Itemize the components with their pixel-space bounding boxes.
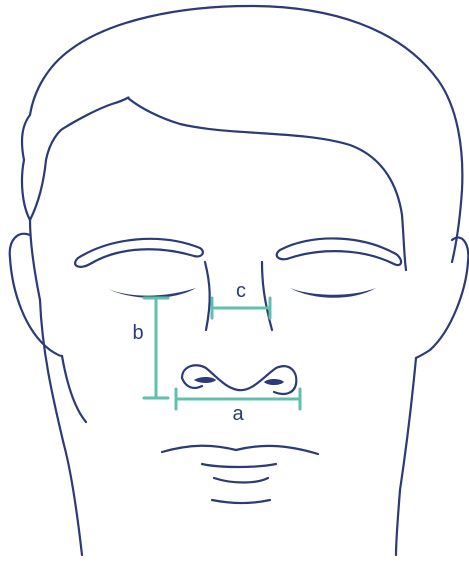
eyes-group	[108, 288, 376, 385]
nose-bridge-right	[262, 262, 272, 330]
labels-group: c b a	[132, 280, 246, 425]
jaw-line	[62, 356, 86, 422]
nose-bridge-left	[205, 262, 210, 330]
measure-b	[144, 298, 168, 398]
label-a: a	[232, 403, 244, 425]
chin-crease	[212, 500, 270, 503]
left-eyebrow	[75, 239, 203, 267]
upper-lip	[162, 446, 318, 454]
lower-lip	[214, 478, 268, 483]
hairline	[30, 97, 406, 270]
right-jaw-line	[396, 358, 416, 555]
right-ear	[416, 237, 468, 358]
left-nostril	[194, 377, 216, 383]
right-eyebrow	[277, 238, 401, 265]
mouth-line	[202, 464, 276, 467]
left-ear	[10, 234, 62, 356]
right-nostril	[264, 379, 284, 385]
left-eye	[108, 288, 196, 298]
right-eye	[290, 288, 376, 298]
label-c: c	[236, 280, 246, 302]
label-b: b	[132, 322, 143, 344]
